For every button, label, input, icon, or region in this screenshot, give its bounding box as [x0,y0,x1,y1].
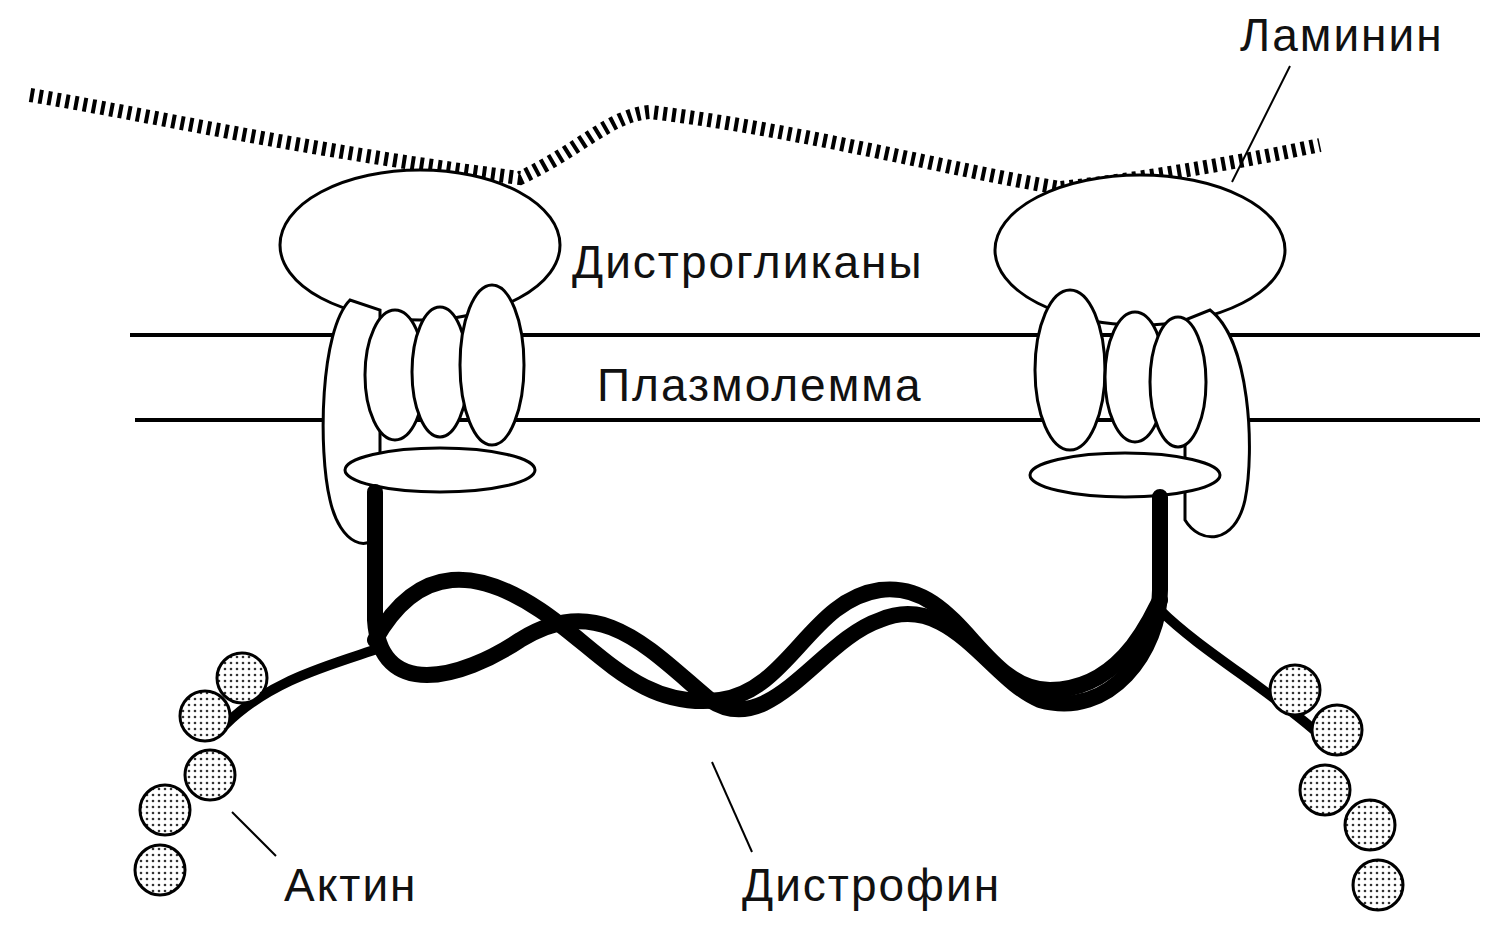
dystroglycan-oval [280,170,560,320]
structure-label: Актин [284,862,418,908]
sarcoglycan-oval [460,285,524,445]
leader-lines [232,66,1290,856]
dystrophin-arm [1160,610,1320,735]
actin-beads [135,653,1403,910]
leader-line [712,762,752,852]
structure-label: Плазмолемма [597,362,923,408]
structure-label: Дистрофин [742,862,1001,908]
protein-complex [995,175,1285,537]
actin-bead [185,750,235,800]
actin-bead [1270,665,1320,715]
actin-bead [1353,860,1403,910]
actin-bead [1345,800,1395,850]
actin-bead [180,691,230,741]
leader-line [1232,66,1290,182]
leader-line [232,812,276,856]
dystrophin-strand [375,492,1160,709]
dystroglycan-oval [995,175,1285,325]
actin-bead [135,845,185,895]
actin-bead [1312,705,1362,755]
syntrophin-oval [1030,453,1220,497]
sarcoglycan-oval [1035,290,1105,450]
actin-bead [140,785,190,835]
dystrophin-strand [375,580,1160,701]
protein-complex [280,170,560,543]
dystrophin-strands [225,492,1320,735]
sarcoglycan-oval [1150,317,1206,447]
actin-bead [1300,765,1350,815]
structure-label: Дистрогликаны [572,239,924,285]
structure-label: Ламинин [1240,12,1444,58]
actin-bead [217,653,267,703]
